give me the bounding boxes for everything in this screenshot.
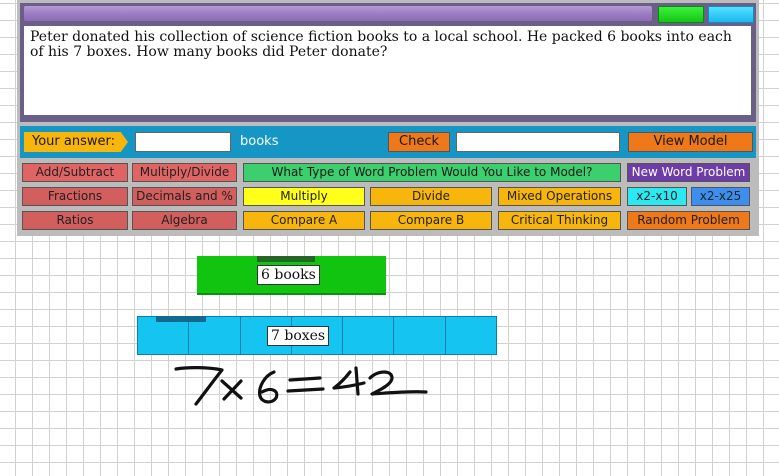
group-size-bar-handle[interactable] — [257, 256, 315, 262]
title-bar-strip — [24, 6, 652, 21]
ratios-button[interactable]: Ratios — [22, 211, 128, 230]
answer-row: Your answer: books Check View Model — [20, 126, 756, 158]
x2-x10-button[interactable]: x2-x10 — [627, 187, 687, 206]
answer-unit: books — [240, 134, 279, 149]
add-subtract-button[interactable]: Add/Subtract — [22, 163, 128, 182]
multiply-button[interactable]: Multiply — [243, 187, 365, 206]
new-word-problem-button[interactable]: New Word Problem — [627, 163, 750, 182]
algebra-button[interactable]: Algebra — [132, 211, 237, 230]
decimals-percent-button[interactable]: Decimals and % — [132, 187, 237, 206]
box-segment — [394, 317, 446, 354]
box-segment — [343, 317, 395, 354]
feedback-field — [456, 132, 620, 152]
group-size-label: 6 books — [257, 265, 320, 285]
green-window-button[interactable] — [658, 6, 704, 23]
problem-type-prompt: What Type of Word Problem Would You Like… — [243, 163, 621, 182]
check-button[interactable]: Check — [388, 132, 450, 152]
box-segment — [189, 317, 241, 354]
critical-thinking-button[interactable]: Critical Thinking — [498, 211, 621, 230]
fractions-button[interactable]: Fractions — [22, 187, 128, 206]
title-bar — [20, 3, 756, 24]
x2-x25-button[interactable]: x2-x25 — [691, 187, 750, 206]
compare-b-button[interactable]: Compare B — [370, 211, 492, 230]
compare-a-button[interactable]: Compare A — [243, 211, 365, 230]
problem-frame: Peter donated his collection of science … — [20, 24, 756, 122]
box-count-label: 7 boxes — [267, 326, 330, 346]
problem-text: Peter donated his collection of science … — [24, 26, 751, 115]
mixed-operations-button[interactable]: Mixed Operations — [498, 187, 621, 206]
app-panel: Peter donated his collection of science … — [17, 0, 759, 236]
multiply-divide-button[interactable]: Multiply/Divide — [132, 163, 237, 182]
box-segment — [445, 317, 496, 354]
cyan-window-button[interactable] — [708, 6, 754, 23]
box-segment — [138, 317, 190, 354]
view-model-button[interactable]: View Model — [628, 132, 753, 152]
answer-input[interactable] — [135, 132, 231, 152]
random-problem-button[interactable]: Random Problem — [627, 211, 750, 230]
divide-button[interactable]: Divide — [370, 187, 492, 206]
your-answer-label: Your answer: — [24, 132, 128, 152]
boxes-bar-handle[interactable] — [156, 316, 206, 322]
